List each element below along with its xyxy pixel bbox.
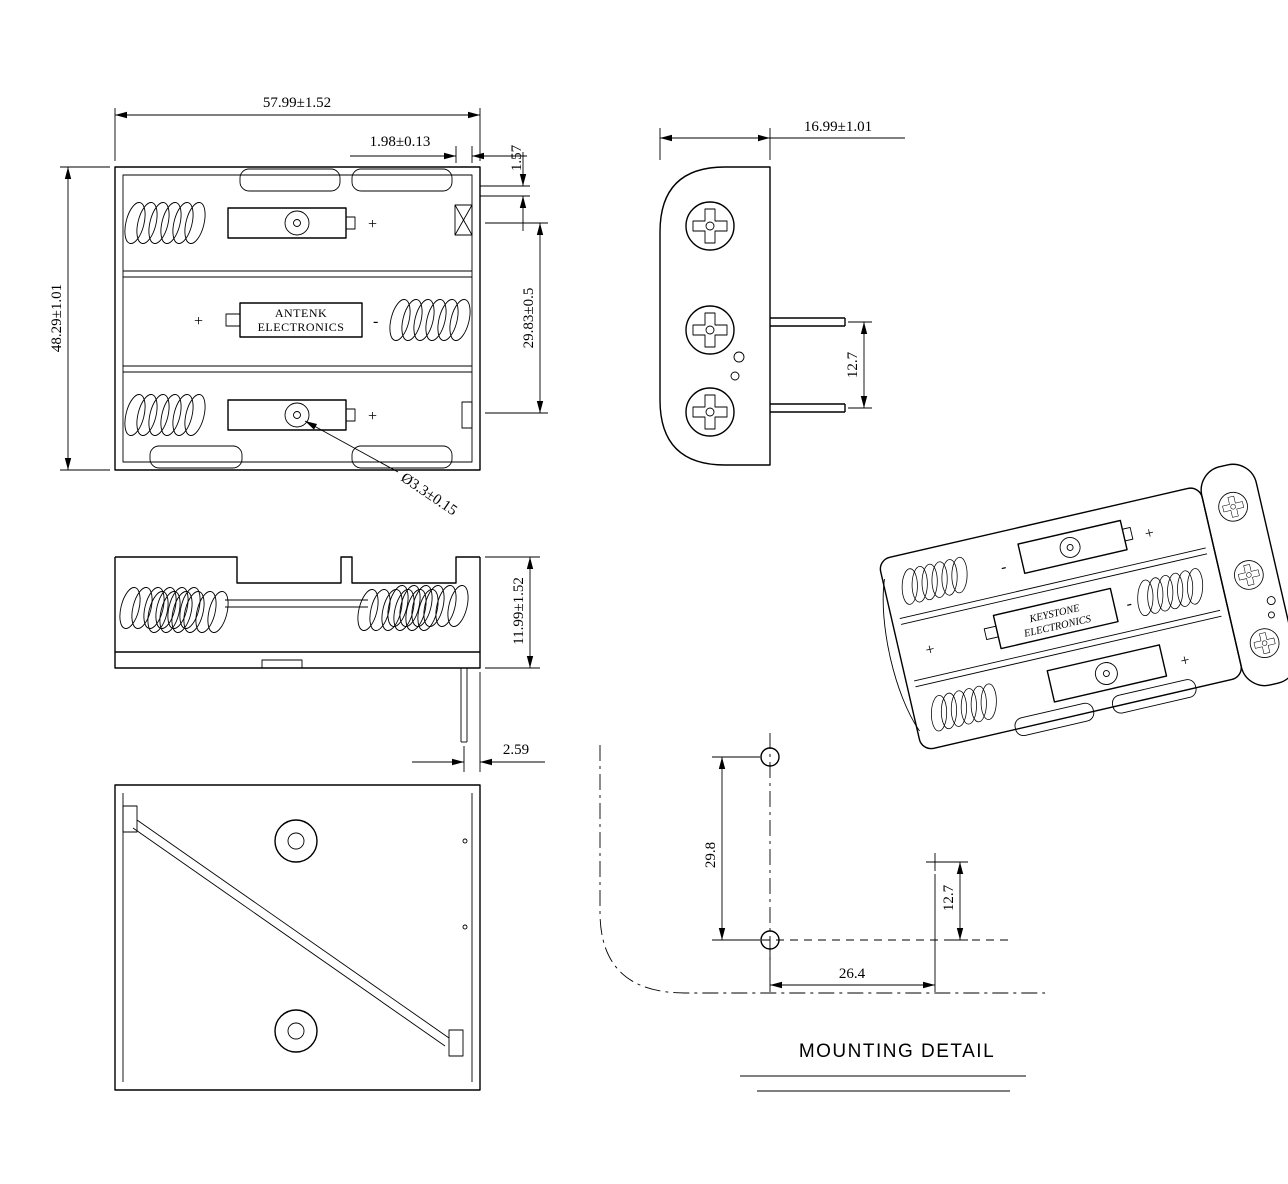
contact-plate xyxy=(227,207,347,239)
top-view-outline xyxy=(114,166,481,471)
iso-side-panel xyxy=(1200,463,1288,687)
contact-plate xyxy=(1046,644,1168,703)
dim-front-height: 11.99±1.52 xyxy=(511,577,527,645)
brand-plate xyxy=(239,302,363,338)
isometric-view: - + + KEYSTONE ELECTRONICS - + xyxy=(879,463,1288,750)
polarity-plus: + xyxy=(194,313,203,330)
dim-tab-height: 1.57 xyxy=(509,144,525,171)
screw xyxy=(1231,557,1267,593)
battery-cutout xyxy=(239,168,341,192)
polarity-plus: + xyxy=(368,408,377,425)
bottom-view-outline xyxy=(114,784,481,1091)
polarity-minus: - xyxy=(1125,595,1134,613)
rivet xyxy=(284,210,310,236)
dim-rivet-spacing: 29.83±0.5 xyxy=(521,288,537,349)
rib-end xyxy=(122,805,138,833)
side-view: 12.7 16.99±1.01 xyxy=(659,119,905,466)
front-view-top-edge xyxy=(115,556,480,584)
mounting-hole xyxy=(274,819,318,863)
small-hole xyxy=(733,351,745,363)
dim-mount-pin-spacing: 12.7 xyxy=(941,884,957,911)
mount-hole xyxy=(760,747,780,767)
rib-end xyxy=(448,1029,464,1057)
bottom-view xyxy=(114,784,481,1091)
dim-overall-height: 48.29±1.01 xyxy=(49,284,65,352)
dim-top-width: 57.99±1.52 xyxy=(263,95,331,111)
dim-pin-offset: 2.59 xyxy=(503,742,529,758)
screw xyxy=(685,305,735,355)
screw xyxy=(685,201,735,251)
spring xyxy=(385,296,475,344)
small-hole xyxy=(730,371,740,381)
battery-cutout xyxy=(351,168,453,192)
top-view-inner-wall xyxy=(122,174,473,463)
battery-cutout xyxy=(1111,679,1197,714)
polarity-minus: - xyxy=(373,313,378,330)
screw xyxy=(1246,625,1283,661)
board-edge-centerline xyxy=(599,745,1045,994)
dim-mount-hole-spacing-h: 26.4 xyxy=(839,966,866,982)
mounting-detail-title: MOUNTING DETAIL xyxy=(799,1041,995,1062)
dim-mount-hole-spacing-v: 29.8 xyxy=(703,842,719,868)
clip-tab xyxy=(461,401,473,429)
polarity-plus: + xyxy=(1179,652,1192,671)
dim-notch-width: 1.98±0.13 xyxy=(370,134,431,150)
contact-plate xyxy=(227,399,347,431)
diagonal-rib xyxy=(136,819,450,1039)
brand-plate xyxy=(992,587,1119,650)
battery-cutout xyxy=(351,445,453,469)
polarity-minus: - xyxy=(999,559,1008,577)
battery-cutout xyxy=(1014,702,1095,737)
screw xyxy=(685,387,735,437)
spring xyxy=(120,391,210,439)
top-view: + + ANTENK ELECTRONICS - + 57.99±1.52 1.… xyxy=(49,95,548,519)
mounting-detail: 29.8 12.7 26.4 MOUNTING DETAIL xyxy=(599,733,1045,1092)
spring xyxy=(1129,564,1212,620)
screw xyxy=(1215,489,1251,525)
spring xyxy=(120,199,210,247)
front-view: 11.99±1.52 2.59 xyxy=(114,556,545,772)
dim-hole-diameter: Ø3.3±0.15 xyxy=(398,470,460,519)
polarity-plus: + xyxy=(1143,524,1156,543)
rivet xyxy=(284,402,310,428)
mounting-hole xyxy=(274,1009,318,1053)
brand-label-line1: ANTENK xyxy=(275,306,327,320)
spring xyxy=(922,680,1005,735)
iso-body xyxy=(879,487,1242,750)
polarity-plus: + xyxy=(368,216,377,233)
side-view-outline xyxy=(659,166,771,466)
spring xyxy=(893,553,976,609)
mount-hole xyxy=(760,930,780,950)
dim-side-width: 16.99±1.01 xyxy=(804,119,872,135)
clip-tab xyxy=(454,204,473,236)
dim-side-pin-spacing: 12.7 xyxy=(845,351,861,378)
polarity-plus: + xyxy=(924,641,937,660)
brand-label-line2: ELECTRONICS xyxy=(258,320,345,334)
battery-cutout xyxy=(149,445,243,469)
contact-plate xyxy=(1017,519,1128,575)
